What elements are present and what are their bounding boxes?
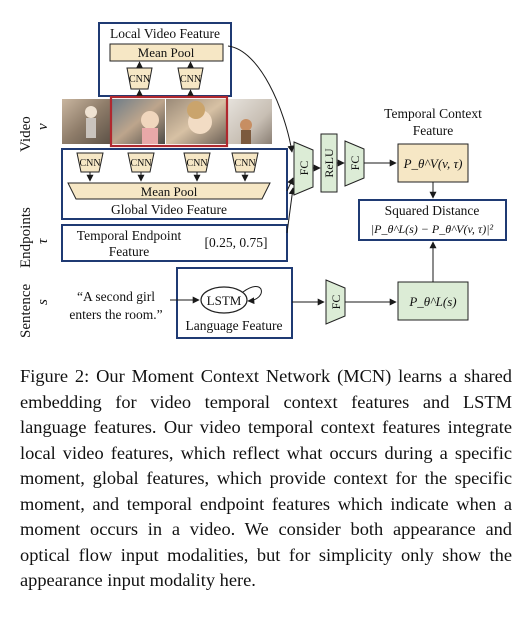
local-cnn-1: [126, 67, 153, 90]
temporal-endpoint-value: [0.25, 0.75]: [205, 235, 268, 250]
temporal-endpoint-box: [61, 224, 288, 262]
global-cnn-1: [76, 152, 104, 173]
local-video-feature-title: Local Video Feature: [110, 26, 220, 41]
svg-text:s: s: [35, 299, 51, 305]
global-cnn-3-label: CNN: [186, 158, 207, 169]
video-frames: [62, 99, 272, 144]
side-label-video: Video v: [18, 116, 51, 152]
global-video-feature-title: Global Video Feature: [111, 202, 227, 217]
fc-video-1: [293, 141, 314, 196]
fc-video-1-label: FC: [297, 161, 311, 176]
svg-text:v: v: [35, 123, 51, 130]
relu-label: ReLU: [322, 148, 336, 178]
svg-text:τ: τ: [35, 238, 51, 244]
local-cnn-1-label: CNN: [129, 74, 150, 85]
global-cnn-4-label: CNN: [234, 158, 255, 169]
temporal-endpoint-title-line2: Feature: [109, 244, 149, 259]
fc-language: [325, 279, 346, 325]
local-cnn-2: [177, 67, 204, 90]
temporal-endpoint-title-line1: Temporal Endpoint: [77, 228, 182, 243]
global-mean-pool-label: Mean Pool: [141, 184, 198, 199]
lstm-node: [200, 286, 248, 314]
global-cnn-3: [183, 152, 211, 173]
fc-video-2: [344, 140, 365, 187]
global-cnn-2-label: CNN: [130, 158, 151, 169]
svg-text:Endpoints: Endpoints: [18, 207, 34, 268]
temporal-context-formula: P_θ^V(v, τ): [403, 156, 463, 171]
local-cnn-2-label: CNN: [180, 74, 201, 85]
temporal-context-title-line2: Feature: [413, 123, 453, 138]
sentence-text-line2: enters the room.”: [69, 307, 162, 322]
global-mean-pool: [67, 182, 271, 200]
language-embedding-box: [397, 281, 469, 321]
lstm-recurrence-arrow: [242, 286, 262, 305]
global-cnn-4: [231, 152, 259, 173]
language-embedding-formula: P_θ^L(s): [408, 294, 456, 309]
local-mean-pool-label: Mean Pool: [138, 45, 195, 60]
language-feature-title: Language Feature: [185, 318, 282, 333]
local-mean-pool: [109, 43, 224, 62]
temporal-context-box: [397, 143, 469, 183]
svg-text:Video: Video: [18, 116, 34, 152]
sentence-text-line1: “A second girl: [77, 289, 155, 304]
global-cnn-2: [127, 152, 155, 173]
svg-text:Sentence: Sentence: [18, 284, 34, 338]
fc-video-2-label: FC: [348, 156, 362, 171]
fc-language-label: FC: [329, 295, 343, 310]
squared-distance-title: Squared Distance: [385, 203, 480, 218]
squared-distance-formula: |P_θ^L(s) − P_θ^V(v, τ)|²: [371, 222, 494, 236]
mcn-architecture-diagram: Video v Endpoints τ Sentence s Local Vid…: [18, 22, 507, 339]
highlighted-moment-frame: [109, 95, 229, 148]
temporal-context-title-line1: Temporal Context: [384, 106, 482, 121]
side-label-sentence: Sentence s: [18, 284, 51, 338]
squared-distance-box: [358, 199, 507, 241]
global-cnn-1-label: CNN: [79, 158, 100, 169]
lstm-label: LSTM: [207, 293, 242, 308]
side-label-endpoints: Endpoints τ: [18, 207, 51, 268]
figure-caption: Figure 2: Our Moment Context Network (MC…: [20, 366, 512, 590]
